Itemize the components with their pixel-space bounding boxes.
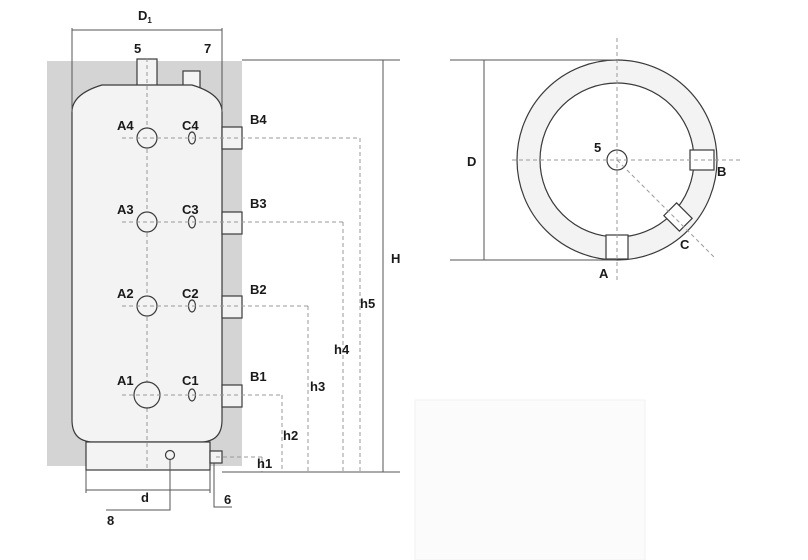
tank-base [85, 441, 211, 471]
port-c3-label: C3 [182, 202, 199, 217]
port-5-label: 5 [134, 41, 141, 56]
port-b4-stub [221, 126, 243, 150]
port-b3-label: B3 [250, 196, 267, 211]
port-a1-label: A1 [117, 373, 134, 388]
port-c4-label: C4 [182, 118, 199, 133]
center-port-5-label: 5 [594, 140, 601, 155]
port-b2-label: B2 [250, 282, 267, 297]
port-b2-stub [221, 295, 243, 319]
nozzle-c [663, 202, 693, 232]
port-7-label: 7 [204, 41, 211, 56]
port-6-label: 6 [224, 492, 231, 507]
port-8-opening [164, 449, 176, 461]
H-label: H [391, 251, 400, 266]
port-C-label: C [680, 237, 690, 252]
port-8-leader [106, 460, 171, 511]
h4-label: h4 [334, 342, 350, 357]
port-a4-label: A4 [117, 118, 134, 133]
port-6-leader [213, 463, 232, 508]
port-b1-stub [221, 384, 243, 408]
faint-watermark-area [414, 399, 646, 560]
h3-label: h3 [310, 379, 325, 394]
port-8-label: 8 [107, 513, 114, 528]
port-a3-label: A3 [117, 202, 134, 217]
port-b4-label: B4 [250, 112, 267, 127]
d-label: d [141, 490, 149, 505]
top-view: D 5 A B C [450, 38, 740, 281]
top-diagonal-centerline [616, 159, 715, 258]
port-c1-label: C1 [182, 373, 199, 388]
port-a2-label: A2 [117, 286, 134, 301]
port-A-label: A [599, 266, 609, 281]
port-b1-label: B1 [250, 369, 267, 384]
port-B-label: B [717, 164, 726, 179]
port-c2-label: C2 [182, 286, 199, 301]
port-b3-stub [221, 211, 243, 235]
h2-label: h2 [283, 428, 298, 443]
D1-label: D1 [138, 8, 152, 25]
side-view: D1 5 7 A4 A3 A2 A1 C4 C3 C2 C1 B4 B3 B2 … [47, 8, 400, 528]
D-label: D [467, 154, 476, 169]
h1-label: h1 [257, 456, 272, 471]
h5-label: h5 [360, 296, 375, 311]
